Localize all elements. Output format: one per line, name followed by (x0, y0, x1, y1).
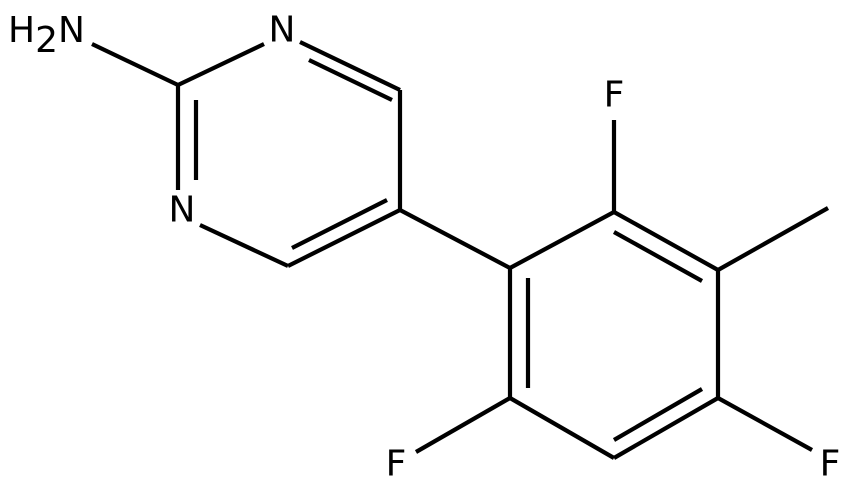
bond-c3p-methyl (716, 206, 830, 272)
bond-c4p-c5p (612, 396, 720, 460)
bond-c2p-c3p (612, 210, 720, 272)
bond-c5-c4 (287, 208, 401, 268)
f-right-label: F (820, 444, 841, 485)
bond-c4p-c5p-inner (612, 387, 704, 442)
n3-label: N (169, 190, 196, 231)
amine-label-text: H2N (8, 10, 85, 61)
bond-c1p-c2p (509, 210, 615, 270)
bond-c2-amine (91, 42, 179, 87)
bond-c5p-c6p (508, 396, 616, 460)
bond-c5-c4-inner (291, 198, 388, 250)
bond-c6p-f (414, 396, 512, 454)
amine-label: H2N (8, 10, 85, 61)
f-left-label: F (386, 444, 407, 485)
n1-label: N (269, 10, 296, 51)
f-top-label: F (604, 75, 625, 116)
bond-c4p-f (716, 396, 814, 452)
bond-c4-n3 (199, 223, 289, 268)
bond-c5-c1p (399, 208, 511, 270)
bond-c2-n1 (177, 42, 265, 87)
bond-n1-c6-inner (308, 58, 393, 102)
bond-n1-c6 (299, 40, 401, 92)
bond-c2p-c3p-inner (612, 230, 704, 283)
